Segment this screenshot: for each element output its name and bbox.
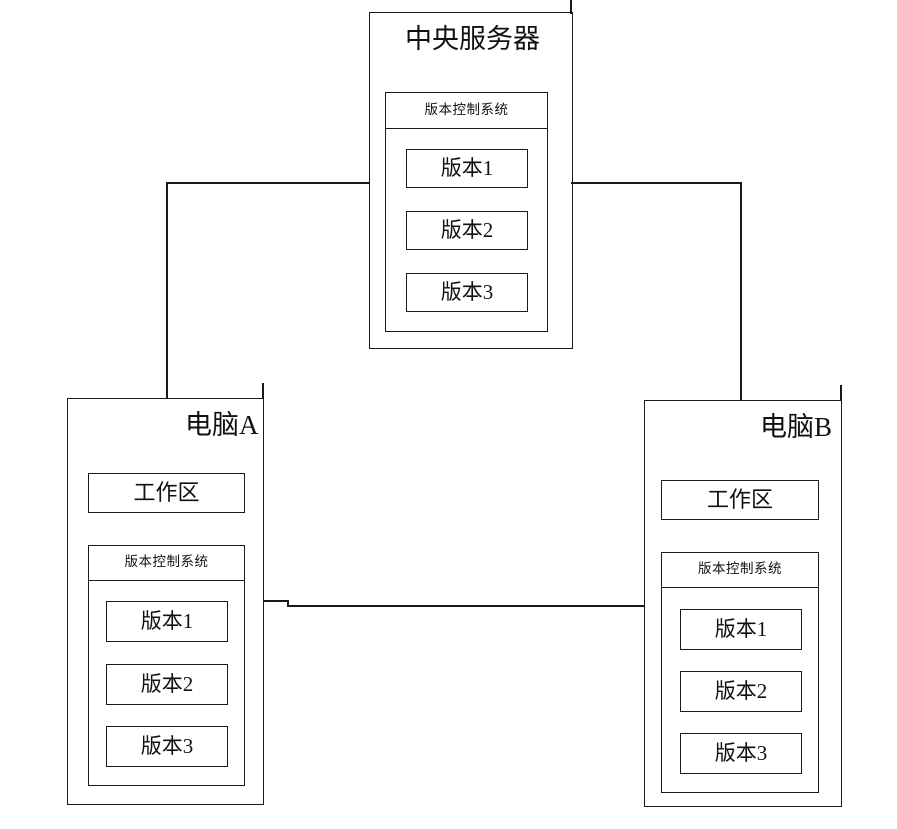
computer-b-workspace[interactable]: 工作区 (661, 480, 819, 520)
computer-a-version-1[interactable]: 版本1 (106, 601, 228, 642)
node-central-server-corner-tick (570, 0, 573, 14)
computer-a-workspace[interactable]: 工作区 (88, 473, 245, 513)
connector-segment-horizontal (166, 182, 370, 184)
central-server-version-3[interactable]: 版本3 (406, 273, 528, 312)
central-server-title: 中央服务器 (405, 24, 540, 54)
computer-b-version-2[interactable]: 版本2 (680, 671, 802, 712)
computer-b-version-1[interactable]: 版本1 (680, 609, 802, 650)
computer-a-version-2[interactable]: 版本2 (106, 664, 228, 705)
computer-a-version-3[interactable]: 版本3 (106, 726, 228, 767)
computer-a-vcs-header (88, 545, 245, 581)
node-central-server[interactable] (369, 12, 573, 349)
node-computer-a-corner-tick (262, 383, 265, 399)
computer-b-vcs-header (661, 552, 819, 588)
node-computer-b[interactable] (644, 400, 842, 807)
connector-segment-horizontal-left (263, 600, 289, 602)
connector-segment-step (287, 600, 289, 607)
connector-segment-vertical (166, 182, 168, 399)
central-server-vcs-header (385, 92, 548, 129)
computer-b-version-3[interactable]: 版本3 (680, 733, 802, 774)
connector-segment-horizontal-right (287, 605, 644, 607)
computer-b-vcs-header-label: 版本控制系统 (698, 561, 782, 578)
computer-a-title: 电脑A (185, 410, 259, 440)
computer-b-title: 电脑B (760, 412, 833, 442)
node-computer-a[interactable] (67, 398, 264, 805)
central-server-vcs-header-label: 版本控制系统 (424, 101, 509, 118)
connector-segment-vertical (740, 182, 742, 401)
central-server-version-2[interactable]: 版本2 (406, 211, 528, 250)
central-server-version-1[interactable]: 版本1 (406, 149, 528, 188)
connector-segment-horizontal (571, 182, 742, 184)
node-computer-b-corner-tick (840, 385, 843, 401)
computer-a-vcs-header-label: 版本控制系统 (124, 554, 209, 571)
